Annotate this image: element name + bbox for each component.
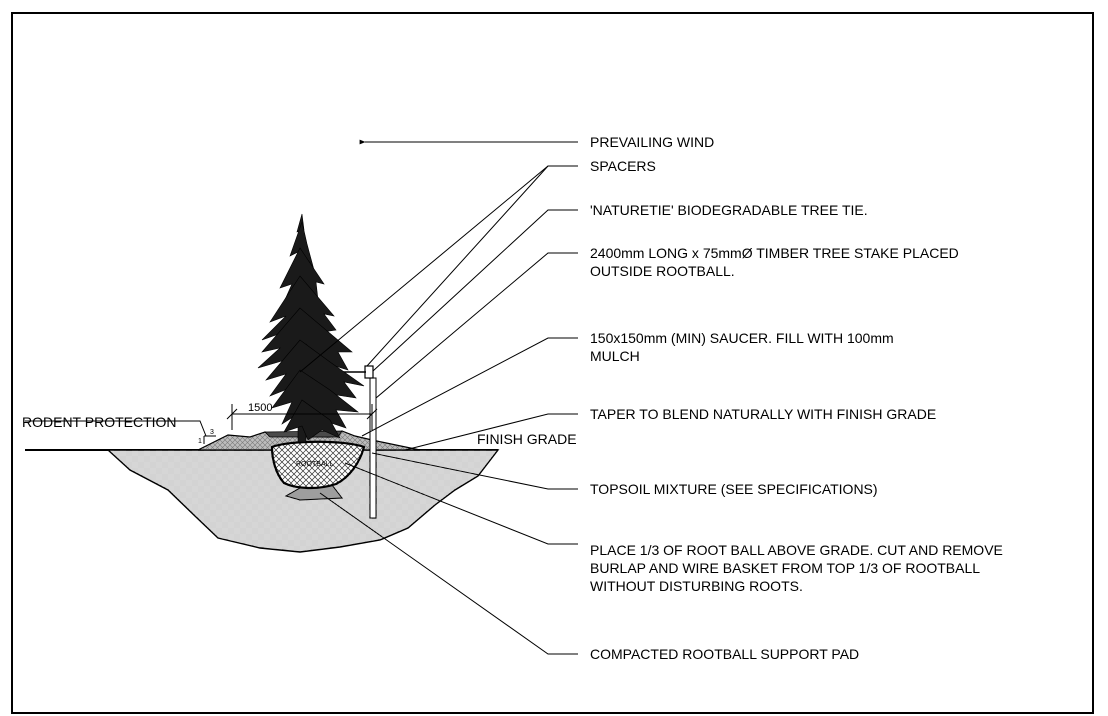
leader-topsoil (371, 452, 578, 490)
label-support-pad: COMPACTED ROOTBALL SUPPORT PAD (590, 646, 859, 662)
leader-saucer (361, 337, 578, 437)
label-place-line3: WITHOUT DISTURBING ROOTS. (590, 578, 803, 594)
rootball-text: ROOTBALL (296, 461, 333, 468)
drawing-border (11, 12, 1094, 714)
label-spacers: SPACERS (590, 158, 656, 174)
label-saucer-line2: MULCH (590, 348, 640, 364)
leader-lines (25, 165, 578, 655)
leader-spacers-2 (366, 165, 549, 367)
leader-spacers-1 (299, 165, 578, 373)
label-tree-tie: 'NATURETIE' BIODEGRADABLE TREE TIE. (590, 202, 868, 218)
leader-support-pad (319, 492, 578, 655)
leader-stake (375, 252, 578, 399)
conifer-tree (257, 213, 365, 443)
rootball (270, 440, 366, 490)
label-stake-line2: OUTSIDE ROOTBALL. (590, 263, 735, 279)
dimension-text: 1500 (248, 402, 272, 414)
label-topsoil: TOPSOIL MIXTURE (SEE SPECIFICATIONS) (590, 481, 878, 497)
label-taper: TAPER TO BLEND NATURALLY WITH FINISH GRA… (590, 406, 936, 422)
label-finish-grade: FINISH GRADE (477, 431, 577, 447)
label-stake-line1: 2400mm LONG x 75mmØ TIMBER TREE STAKE PL… (590, 245, 959, 261)
leader-place-rootball (344, 462, 578, 545)
planting-pit (106, 449, 500, 553)
leader-rodent (25, 420, 207, 437)
slope-rise-text: 3 (210, 429, 214, 436)
label-place-line1: PLACE 1/3 OF ROOT BALL ABOVE GRADE. CUT … (590, 542, 1003, 558)
tree-tie (364, 365, 374, 379)
slope-run-text: 1 (198, 438, 202, 445)
dimension-1500: 1500 (226, 402, 378, 430)
label-place-line2: BURLAP AND WIRE BASKET FROM TOP 1/3 OF R… (590, 560, 980, 576)
tree-stake (369, 377, 377, 519)
leader-taper (404, 413, 578, 451)
label-saucer-line1: 150x150mm (MIN) SAUCER. FILL WITH 100mm (590, 330, 894, 346)
label-prevailing-wind: PREVAILING WIND (590, 134, 714, 150)
leader-tree-tie (372, 209, 578, 372)
label-rodent-protection: RODENT PROTECTION (22, 414, 177, 430)
